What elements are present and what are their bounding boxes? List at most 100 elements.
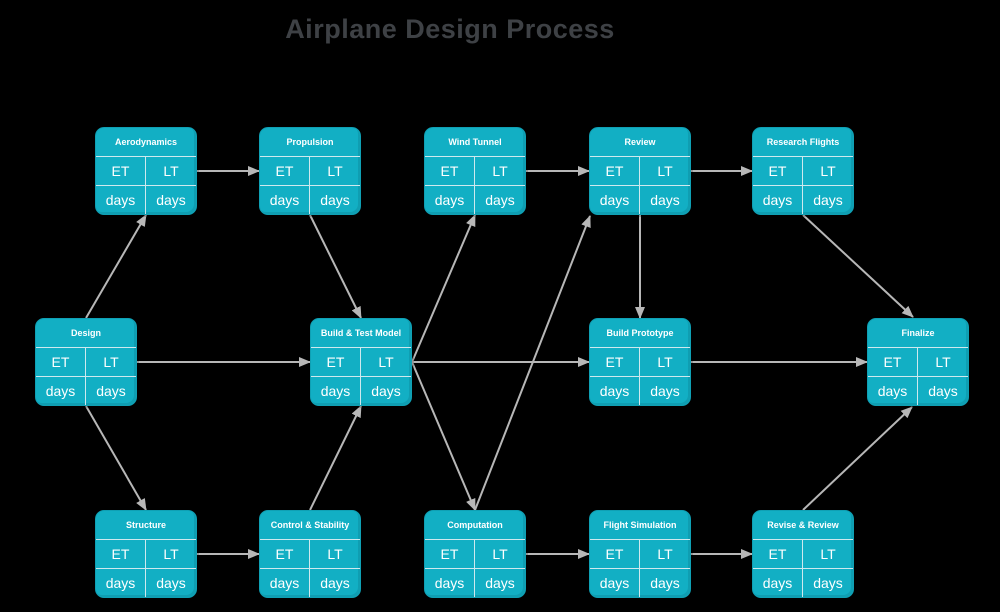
node-cell-days-right: days <box>361 376 411 405</box>
node-cell-et-left: ET <box>96 156 146 185</box>
node-cell-lt-right: LT <box>361 347 411 376</box>
node-cell-days-right: days <box>475 568 525 597</box>
edge-research-flights-to-finalize <box>802 214 914 318</box>
node-cell-days-left: days <box>260 568 310 597</box>
node-cell-days-left: days <box>425 568 475 597</box>
node-title: Build Prototype <box>606 328 674 338</box>
node-cell-days-left: days <box>425 185 475 214</box>
node-cell-lt-right: LT <box>640 347 690 376</box>
edge-design-to-aerodynamics <box>85 214 147 319</box>
node-cell-lt-right: LT <box>475 539 525 568</box>
node-cell-days-right: days <box>310 185 360 214</box>
node-cell-days-left: days <box>753 568 803 597</box>
node-title: Build & Test Model <box>320 328 402 338</box>
node-title: Research Flights <box>766 137 840 147</box>
node-cell-lt-right: LT <box>803 539 853 568</box>
node-title: Wind Tunnel <box>448 137 502 147</box>
node-cell-lt-right: LT <box>310 156 360 185</box>
node-cell-days-left: days <box>311 376 361 405</box>
node-title: Structure <box>125 520 166 530</box>
node-cell-days-right: days <box>918 376 968 405</box>
node-cell-days-left: days <box>590 376 640 405</box>
node-cell-days-left: days <box>36 376 86 405</box>
node-cell-et-left: ET <box>260 539 310 568</box>
edge-build-test-model-to-wind-tunnel <box>411 214 476 363</box>
node-cell-et-left: ET <box>590 539 640 568</box>
node-cell-days-right: days <box>475 185 525 214</box>
node-cell-lt-right: LT <box>640 539 690 568</box>
node-cell-days-right: days <box>86 376 136 405</box>
node-cell-days-left: days <box>590 568 640 597</box>
edge-propulsion-to-build-test-model <box>309 214 362 319</box>
node-cell-days-left: days <box>260 185 310 214</box>
node-cell-et-left: ET <box>425 539 475 568</box>
node-title: Review <box>624 137 656 147</box>
node-cell-lt-right: LT <box>146 156 196 185</box>
node-cell-days-right: days <box>803 568 853 597</box>
node-cell-days-left: days <box>753 185 803 214</box>
node-cell-days-right: days <box>640 376 690 405</box>
node-cell-days-right: days <box>310 568 360 597</box>
node-cell-days-right: days <box>803 185 853 214</box>
node-cell-days-right: days <box>146 185 196 214</box>
node-cell-et-left: ET <box>260 156 310 185</box>
node-cell-days-right: days <box>146 568 196 597</box>
node-title: Finalize <box>901 328 935 338</box>
node-cell-et-left: ET <box>868 347 918 376</box>
node-title: Aerodynamics <box>114 137 178 147</box>
node-cell-lt-right: LT <box>918 347 968 376</box>
diagram-title: Airplane Design Process <box>285 14 615 44</box>
edge-build-test-model-to-computation <box>411 361 476 511</box>
node-cell-et-left: ET <box>753 539 803 568</box>
node-cell-et-left: ET <box>36 347 86 376</box>
edge-control-stability-to-build-test-model <box>309 405 362 511</box>
node-cell-et-left: ET <box>753 156 803 185</box>
node-cell-days-right: days <box>640 185 690 214</box>
node-cell-lt-right: LT <box>146 539 196 568</box>
node-cell-days-left: days <box>590 185 640 214</box>
node-title: Propulsion <box>286 137 334 147</box>
node-title: Computation <box>447 520 503 530</box>
edge-design-to-structure <box>85 405 147 511</box>
node-title: Revise & Review <box>767 520 839 530</box>
node-cell-et-left: ET <box>425 156 475 185</box>
node-cell-lt-right: LT <box>475 156 525 185</box>
node-cell-lt-right: LT <box>640 156 690 185</box>
node-cell-days-left: days <box>96 568 146 597</box>
node-title: Design <box>70 328 101 338</box>
node-title: Flight Simulation <box>603 520 677 530</box>
node-cell-et-left: ET <box>311 347 361 376</box>
edge-computation-to-review <box>474 215 591 511</box>
node-cell-et-left: ET <box>590 156 640 185</box>
node-title: Control & Stability <box>270 520 350 530</box>
node-cell-days-left: days <box>96 185 146 214</box>
edge-revise-review-to-finalize <box>802 406 913 511</box>
